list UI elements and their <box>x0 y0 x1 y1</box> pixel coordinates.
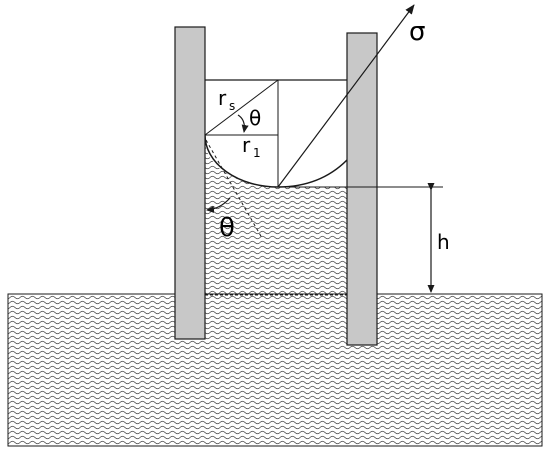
inner-angle-label: θ <box>249 106 261 130</box>
contact-angle-label: θ <box>219 213 235 243</box>
air-above-meniscus <box>205 80 348 187</box>
spherical-radius-label: r <box>218 86 227 110</box>
inner-angle-arc-icon <box>237 114 249 133</box>
rs-line <box>204 79 279 136</box>
contact-tangent-line <box>205 139 263 239</box>
surface-tension-arrow-icon <box>277 4 415 188</box>
spherical-radius-subscript: s <box>229 99 235 113</box>
tube-wall-right <box>346 32 378 346</box>
reservoir-liquid <box>7 293 543 447</box>
contact-angle-arc-icon <box>206 197 231 213</box>
tube-radius-label: r <box>242 133 251 157</box>
tube-radius-subscript: 1 <box>253 146 261 160</box>
tube-wall-left <box>174 26 206 340</box>
surface-tension-label: σ <box>409 17 425 47</box>
meniscus-curve <box>204 134 348 188</box>
height-label: h <box>437 230 450 254</box>
